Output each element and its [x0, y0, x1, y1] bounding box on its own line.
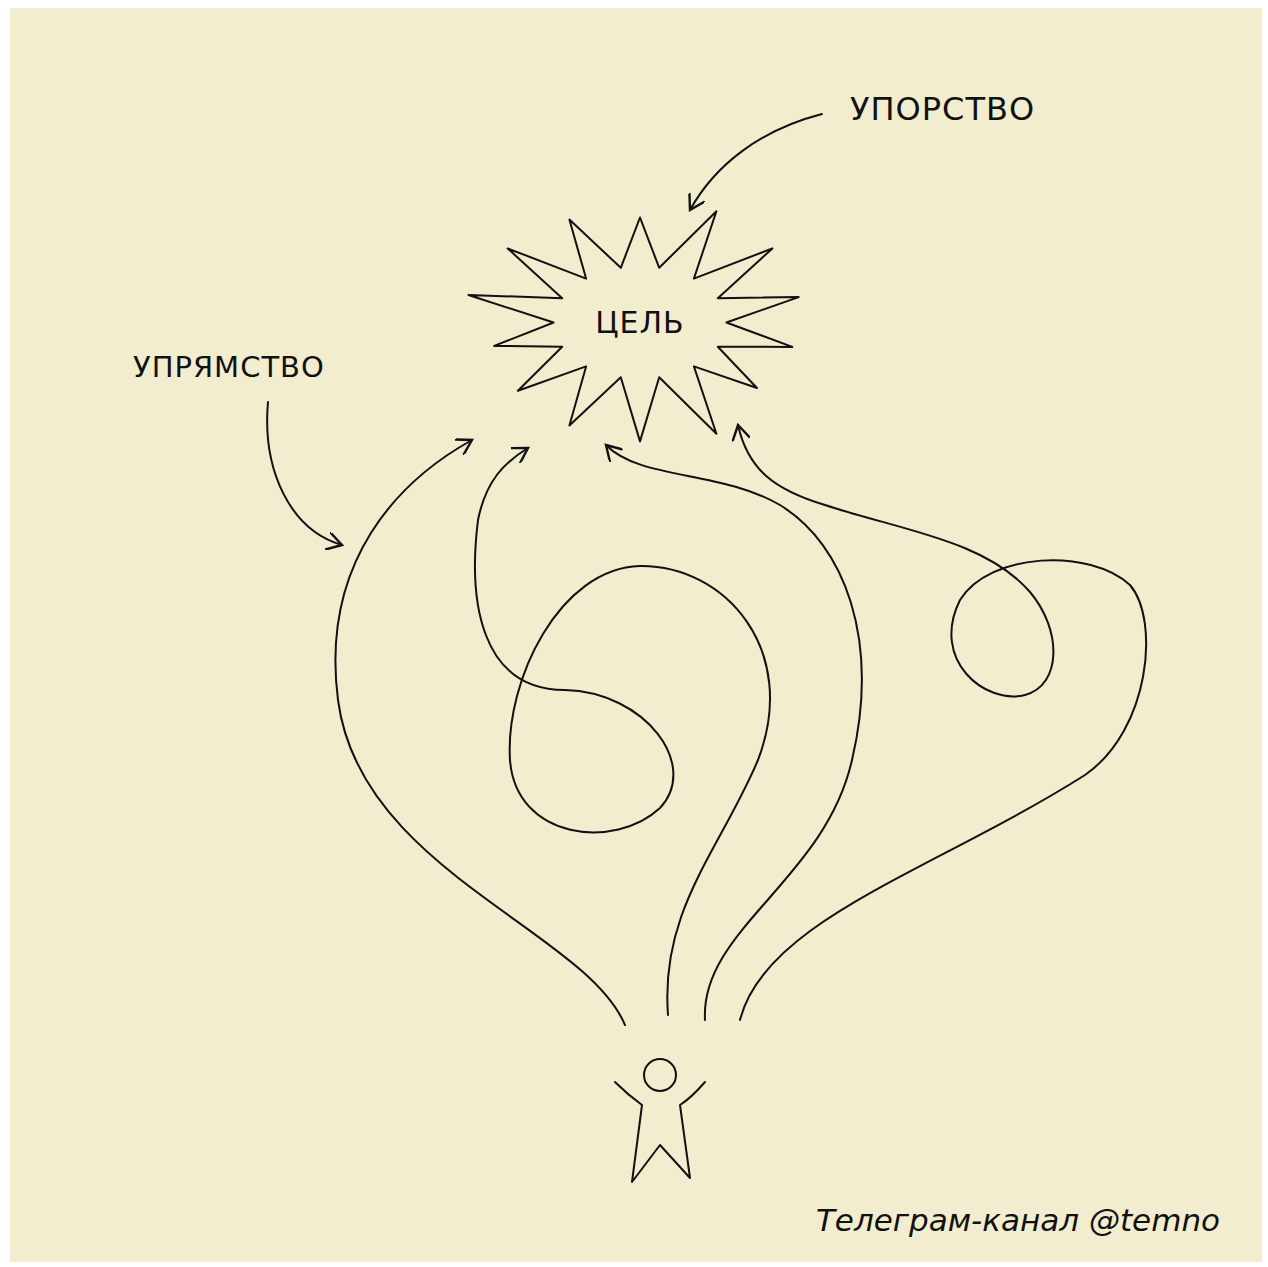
note-label: УПРЯМСТВО: [133, 350, 325, 384]
goal-star: ЦЕЛЬ: [460, 195, 820, 450]
goal-text: ЦЕЛЬ: [595, 305, 684, 340]
watermark: Телеграм-канал @temno: [816, 1202, 1220, 1238]
note-label: УПОРСТВО: [850, 90, 1035, 128]
background-panel: [10, 8, 1262, 1262]
